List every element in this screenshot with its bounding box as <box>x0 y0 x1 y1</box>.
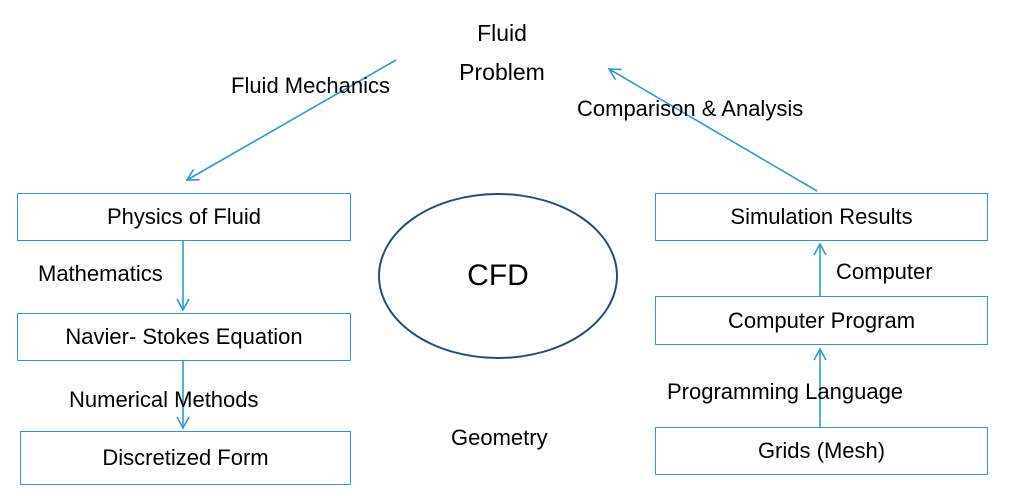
label-numerical-methods: Numerical Methods <box>69 387 259 412</box>
cfd-label: CFD <box>467 259 529 292</box>
fluid-problem-line1: Fluid <box>477 20 527 46</box>
box-navier-stokes-label: Navier- Stokes Equation <box>65 324 303 349</box>
box-grids-mesh: Grids (Mesh) <box>655 427 988 475</box>
box-physics-of-fluid: Physics of Fluid <box>17 193 351 241</box>
box-computer-program-label: Computer Program <box>727 307 916 333</box>
label-geometry: Geometry <box>451 425 548 450</box>
label-programming-language: Programming Language <box>667 379 904 404</box>
fluid-problem-line2: Problem <box>459 59 545 85</box>
label-fluid-mechanics: Fluid Mechanics <box>231 73 390 98</box>
label-computer: Computer <box>836 259 933 284</box>
arrow-comparison-analysis <box>607 68 818 192</box>
label-mathematics: Mathematics <box>38 261 163 286</box>
box-computer-program: Computer Program <box>655 296 988 345</box>
label-comparison-analysis: Comparison & Analysis <box>577 96 804 121</box>
arrow-fluid-mechanics <box>185 59 397 181</box>
box-discretized-form-label: Discretized Form <box>102 445 269 470</box>
box-grids-mesh-label: Grids (Mesh) <box>757 438 886 463</box>
box-physics-of-fluid-label: Physics of Fluid <box>106 204 262 229</box>
cfd-ellipse: CFD <box>378 193 618 359</box>
box-navier-stokes: Navier- Stokes Equation <box>17 313 351 361</box>
box-simulation-results: Simulation Results <box>655 193 988 241</box>
fluid-problem-node: Fluid Problem <box>459 14 545 92</box>
box-discretized-form: Discretized Form <box>20 431 351 485</box>
box-simulation-results-label: Simulation Results <box>730 204 913 229</box>
